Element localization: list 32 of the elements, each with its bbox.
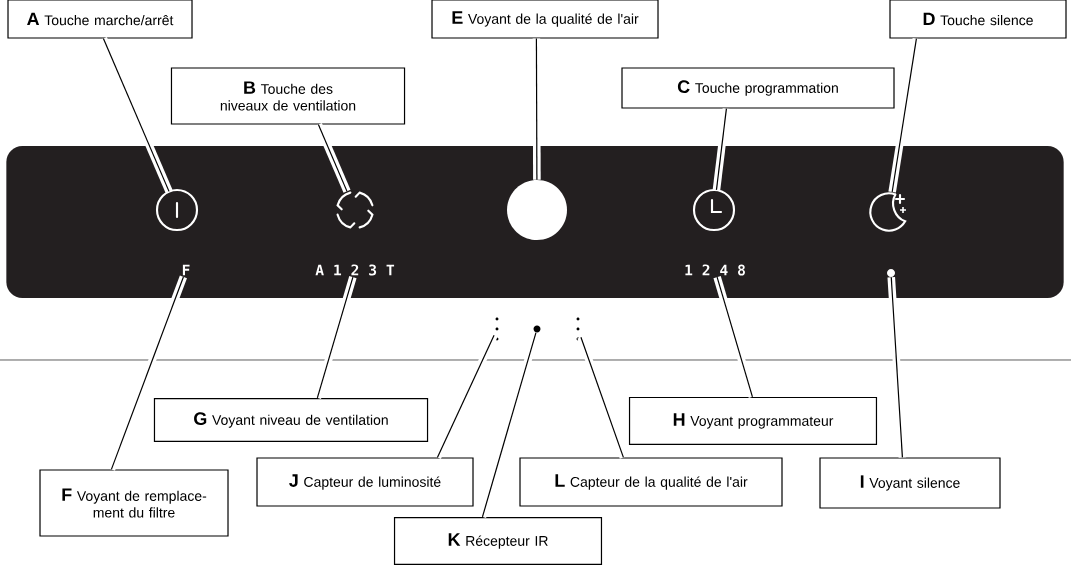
leader-line (712, 108, 731, 191)
callout-box: D Touche silence (889, 0, 1067, 39)
callout-box: C Touche programmation (621, 67, 895, 109)
leader-line (532, 38, 541, 181)
callout-box: F Voyant de remplace-ment du filtre (39, 469, 229, 537)
callout-box: L Capteur de la qualité de l'air (519, 457, 783, 507)
control-panel (6, 146, 1064, 298)
leader-line (107, 275, 187, 471)
callout-box: H Voyant programmateur (628, 396, 878, 446)
segment-display: F (182, 264, 190, 276)
sensor-dots (495, 317, 499, 341)
callout-box: I Voyant silence (819, 457, 1001, 509)
leader-line (99, 37, 173, 193)
callout-box: K Récepteur IR (393, 516, 603, 566)
segment-display: 1 2 4 8 (685, 264, 745, 276)
leader-line (577, 336, 627, 459)
indicator-light (507, 180, 567, 240)
moon-button-icon (869, 192, 907, 232)
leader-line (888, 38, 921, 193)
callout-box: B Touche des niveaux de ventilation (170, 67, 406, 125)
callout-box: J Capteur de luminosité (256, 457, 474, 507)
callout-box: A Touche marche/arrêt (7, 0, 193, 39)
callout-box: E Voyant de la qualité de l'air (431, 0, 659, 39)
fan-button-icon (336, 191, 374, 229)
power-button-icon (155, 188, 199, 232)
leader-line (314, 123, 351, 193)
sensor-dots (576, 317, 580, 341)
clock-button-icon (692, 188, 736, 232)
leader-line (887, 276, 907, 458)
leader-line (313, 276, 357, 399)
segment-display: A 1 2 3 T (315, 264, 395, 276)
callout-box: G Voyant niveau de ventilation (153, 397, 429, 443)
